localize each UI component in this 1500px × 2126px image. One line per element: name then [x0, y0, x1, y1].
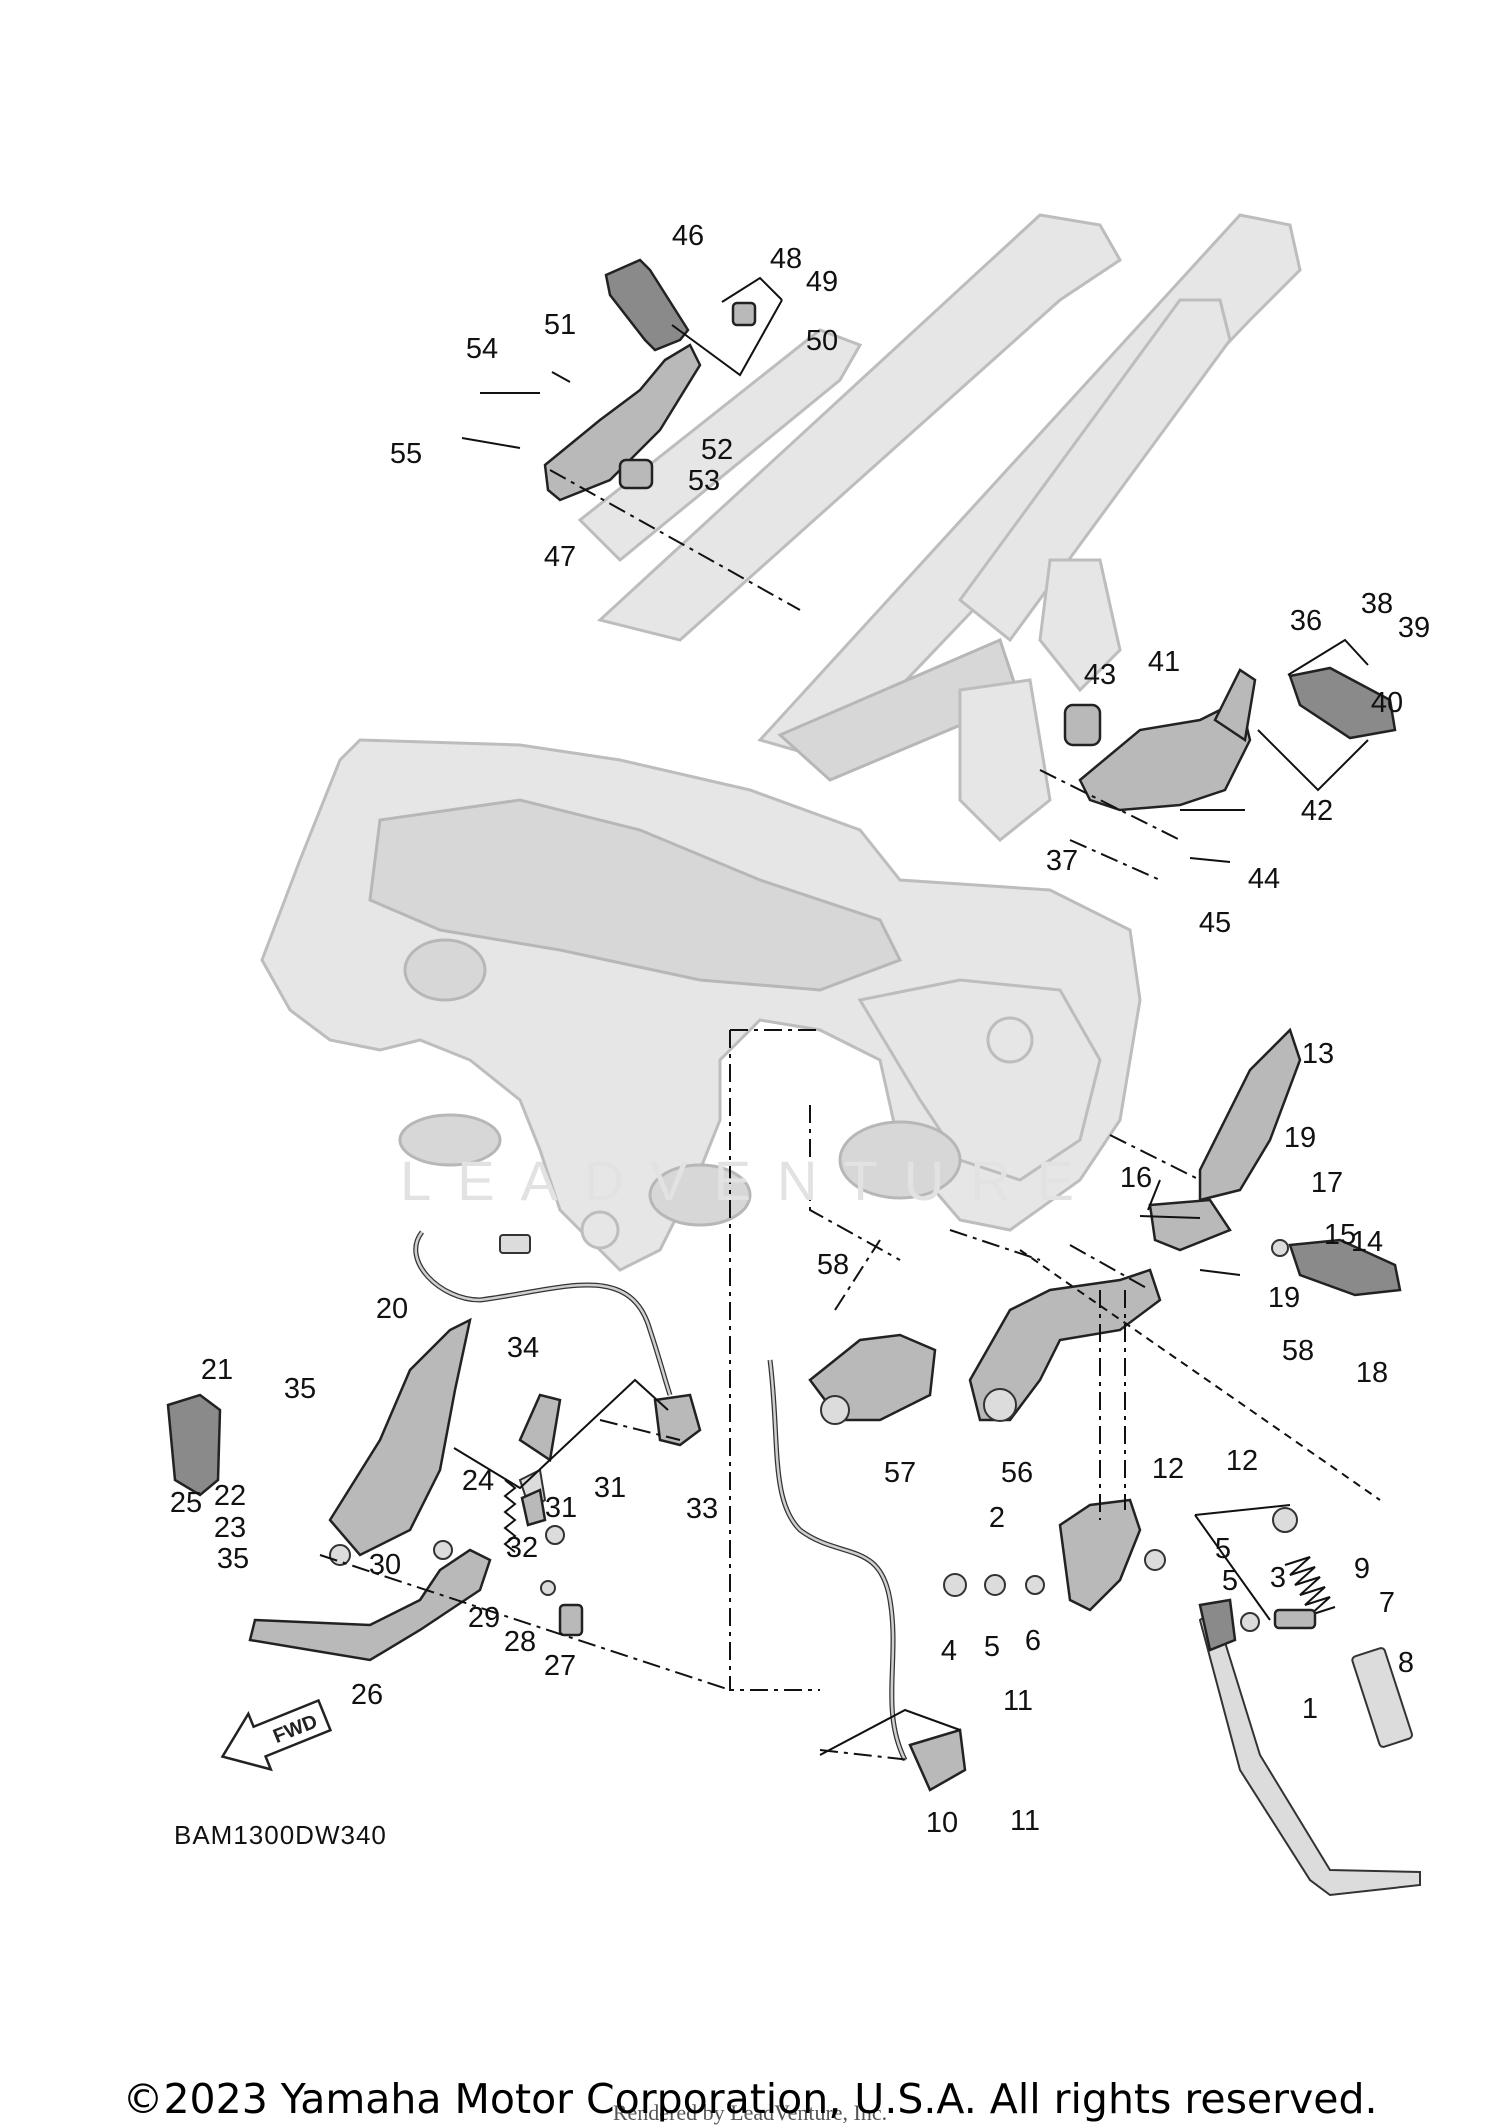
rendered-by: Rendered by LeadVenture, Inc. — [612, 2100, 888, 2125]
passenger-footrest-right — [1063, 666, 1397, 863]
callout-17: 17 — [1311, 1167, 1343, 1199]
callout-58b: 58 — [1282, 1335, 1314, 1367]
callout-45: 45 — [1199, 907, 1231, 939]
callout-36: 36 — [1290, 605, 1322, 637]
callout-16: 16 — [1120, 1162, 1152, 1194]
callout-19a: 19 — [1284, 1122, 1316, 1154]
callout-8: 8 — [1398, 1647, 1414, 1679]
callout-49: 49 — [806, 266, 838, 298]
callout-11a: 11 — [1003, 1685, 1033, 1717]
callout-15: 15 — [1324, 1219, 1356, 1251]
callout-31a: 31 — [594, 1472, 626, 1504]
callout-51: 51 — [544, 309, 576, 341]
callout-58a: 58 — [817, 1249, 849, 1281]
callout-56: 56 — [1001, 1457, 1033, 1489]
callout-4: 4 — [941, 1635, 957, 1667]
callout-23: 23 — [214, 1512, 246, 1544]
callout-18: 18 — [1356, 1357, 1388, 1389]
callout-11b: 11 — [1010, 1805, 1040, 1837]
rear-subframe — [577, 213, 1302, 843]
reference-code: BAM1300DW340 — [174, 1820, 387, 1850]
callout-41: 41 — [1148, 646, 1180, 678]
callout-47: 47 — [544, 541, 576, 573]
callout-55: 55 — [390, 438, 422, 470]
callout-34: 34 — [507, 1332, 539, 1364]
callout-13: 13 — [1302, 1038, 1334, 1070]
callout-labels: 1 2 3 4 5 5 5 6 7 8 9 10 11 11 12 12 13 … — [170, 220, 1430, 1839]
callout-22: 22 — [214, 1480, 246, 1512]
rider-footrest-left — [166, 1230, 702, 1662]
main-frame — [260, 738, 1142, 1272]
callout-20: 20 — [376, 1293, 408, 1325]
passenger-footrest-left — [461, 258, 757, 502]
callout-50: 50 — [806, 325, 838, 357]
callout-52: 52 — [701, 434, 733, 466]
leader-lines — [453, 276, 1369, 1756]
rider-footrest-right — [1139, 1027, 1402, 1297]
callout-33: 33 — [686, 1493, 718, 1525]
callout-26: 26 — [351, 1679, 383, 1711]
callout-29: 29 — [468, 1602, 500, 1634]
callout-30: 30 — [369, 1549, 401, 1581]
callout-39: 39 — [1398, 612, 1430, 644]
callout-40: 40 — [1371, 687, 1403, 719]
callout-54: 54 — [466, 333, 498, 365]
callout-27: 27 — [544, 1650, 576, 1682]
callout-42: 42 — [1301, 795, 1333, 827]
callout-12b: 12 — [1226, 1445, 1258, 1477]
copyright-notice: ©2023 Yamaha Motor Corporation, U.S.A. A… — [122, 2075, 1378, 2123]
callout-1: 1 — [1302, 1693, 1318, 1725]
callout-48: 48 — [770, 243, 802, 275]
callout-5b: 5 — [1222, 1565, 1238, 1597]
sidestand-assembly — [767, 1249, 1421, 1897]
watermark: LEADVENTURE — [400, 1149, 1100, 1212]
callout-14: 14 — [1351, 1226, 1383, 1258]
callout-24: 24 — [462, 1465, 494, 1497]
callout-31b: 31 — [545, 1492, 577, 1524]
callout-7: 7 — [1379, 1587, 1395, 1619]
fwd-arrow-icon: FWD — [220, 1698, 333, 1772]
callout-35a: 35 — [284, 1373, 316, 1405]
callout-53: 53 — [688, 465, 720, 497]
callout-38: 38 — [1361, 588, 1393, 620]
callout-32: 32 — [506, 1532, 538, 1564]
callout-2: 2 — [989, 1502, 1005, 1534]
callout-35b: 35 — [217, 1543, 249, 1575]
callout-21: 21 — [201, 1354, 233, 1386]
callout-3: 3 — [1270, 1562, 1286, 1594]
callout-37: 37 — [1046, 845, 1078, 877]
callout-19b: 19 — [1268, 1282, 1300, 1314]
assembly-lines — [319, 469, 1201, 1761]
callout-57: 57 — [884, 1457, 916, 1489]
callout-12a: 12 — [1152, 1453, 1184, 1485]
callout-5a: 5 — [1215, 1533, 1231, 1565]
callout-43: 43 — [1084, 659, 1116, 691]
callout-9: 9 — [1354, 1553, 1370, 1585]
stand-bracket — [808, 1268, 1162, 1425]
callout-6: 6 — [1025, 1625, 1041, 1657]
callout-28: 28 — [504, 1626, 536, 1658]
callout-10: 10 — [926, 1807, 958, 1839]
callout-44: 44 — [1248, 863, 1280, 895]
callout-5c: 5 — [984, 1631, 1000, 1663]
callout-46: 46 — [672, 220, 704, 252]
callout-25: 25 — [170, 1487, 202, 1519]
